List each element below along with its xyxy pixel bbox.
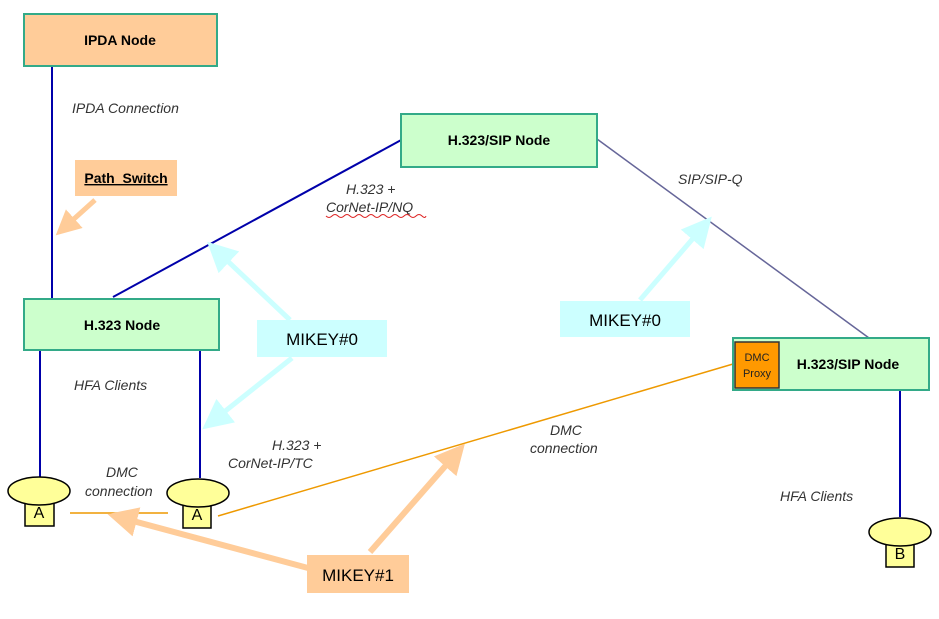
hfa-clients-left-label: HFA Clients <box>74 377 147 393</box>
ipda-node: IPDA Node <box>23 13 218 67</box>
client-a-mid: A <box>166 478 230 529</box>
h323-sip-node-top: H.323/SIP Node <box>400 113 598 168</box>
client-a-left: A <box>7 476 71 527</box>
mikey0-right-arrow <box>638 216 712 302</box>
ipda-node-label: IPDA Node <box>84 32 156 48</box>
path-switch-arrow <box>55 198 97 236</box>
h323-sip-node-top-label: H.323/SIP Node <box>448 132 551 148</box>
dmc-connection-right-label-line2: connection <box>530 440 598 456</box>
h323-cornet-tc-label-line2: CorNet-IP/TC <box>228 455 314 471</box>
h323-cornet-tc-label-line1: H.323 + <box>272 437 321 453</box>
mikey1-arrow-up <box>367 443 465 554</box>
path-switch-box: Path_Switch <box>75 160 177 196</box>
mikey1-label: MIKEY#1 <box>322 566 394 585</box>
mikey0-left-arrow-down <box>202 356 294 430</box>
client-a-left-label: A <box>34 505 45 522</box>
mikey0-left-arrow-up <box>207 241 292 322</box>
hfa-clients-right-label: HFA Clients <box>780 488 853 504</box>
client-b-label: B <box>895 546 906 563</box>
sip-sipq-label: SIP/SIP-Q <box>678 171 743 187</box>
sip-sipq-line <box>596 138 870 339</box>
h323-cornet-nq-line <box>112 138 404 298</box>
h323-sip-node-right-label: H.323/SIP Node <box>797 356 900 372</box>
h323-node-label: H.323 Node <box>84 317 160 333</box>
dmc-connection-right-label-line1: DMC <box>550 422 583 438</box>
h323-cornet-nq-label-line2: CorNet-IP/NQ <box>326 199 413 215</box>
dmc-connection-left-label-line1: DMC <box>106 464 139 480</box>
dmc-connection-line-right <box>217 363 734 517</box>
mikey0-right-label: MIKEY#0 <box>589 311 661 330</box>
client-a-mid-label: A <box>192 507 203 524</box>
spellcheck-underline <box>325 214 427 218</box>
ipda-connection-label: IPDA Connection <box>72 100 179 116</box>
dmc-proxy-label-line1: DMC <box>744 352 769 364</box>
mikey1-box: MIKEY#1 <box>307 555 409 593</box>
mikey0-left-box: MIKEY#0 <box>257 320 387 357</box>
dmc-connection-left-label-line2: connection <box>85 483 153 499</box>
mikey1-arrow-left <box>107 507 309 571</box>
mikey0-left-label: MIKEY#0 <box>286 330 358 349</box>
dmc-proxy-label-line2: Proxy <box>743 368 772 380</box>
h323-cornet-nq-label-line1: H.323 + <box>346 181 395 197</box>
client-b: B <box>868 517 932 568</box>
path-switch-label: Path_Switch <box>84 170 167 186</box>
dmc-proxy: DMC Proxy <box>734 341 780 389</box>
mikey0-right-box: MIKEY#0 <box>560 301 690 337</box>
h323-node: H.323 Node <box>23 298 220 351</box>
